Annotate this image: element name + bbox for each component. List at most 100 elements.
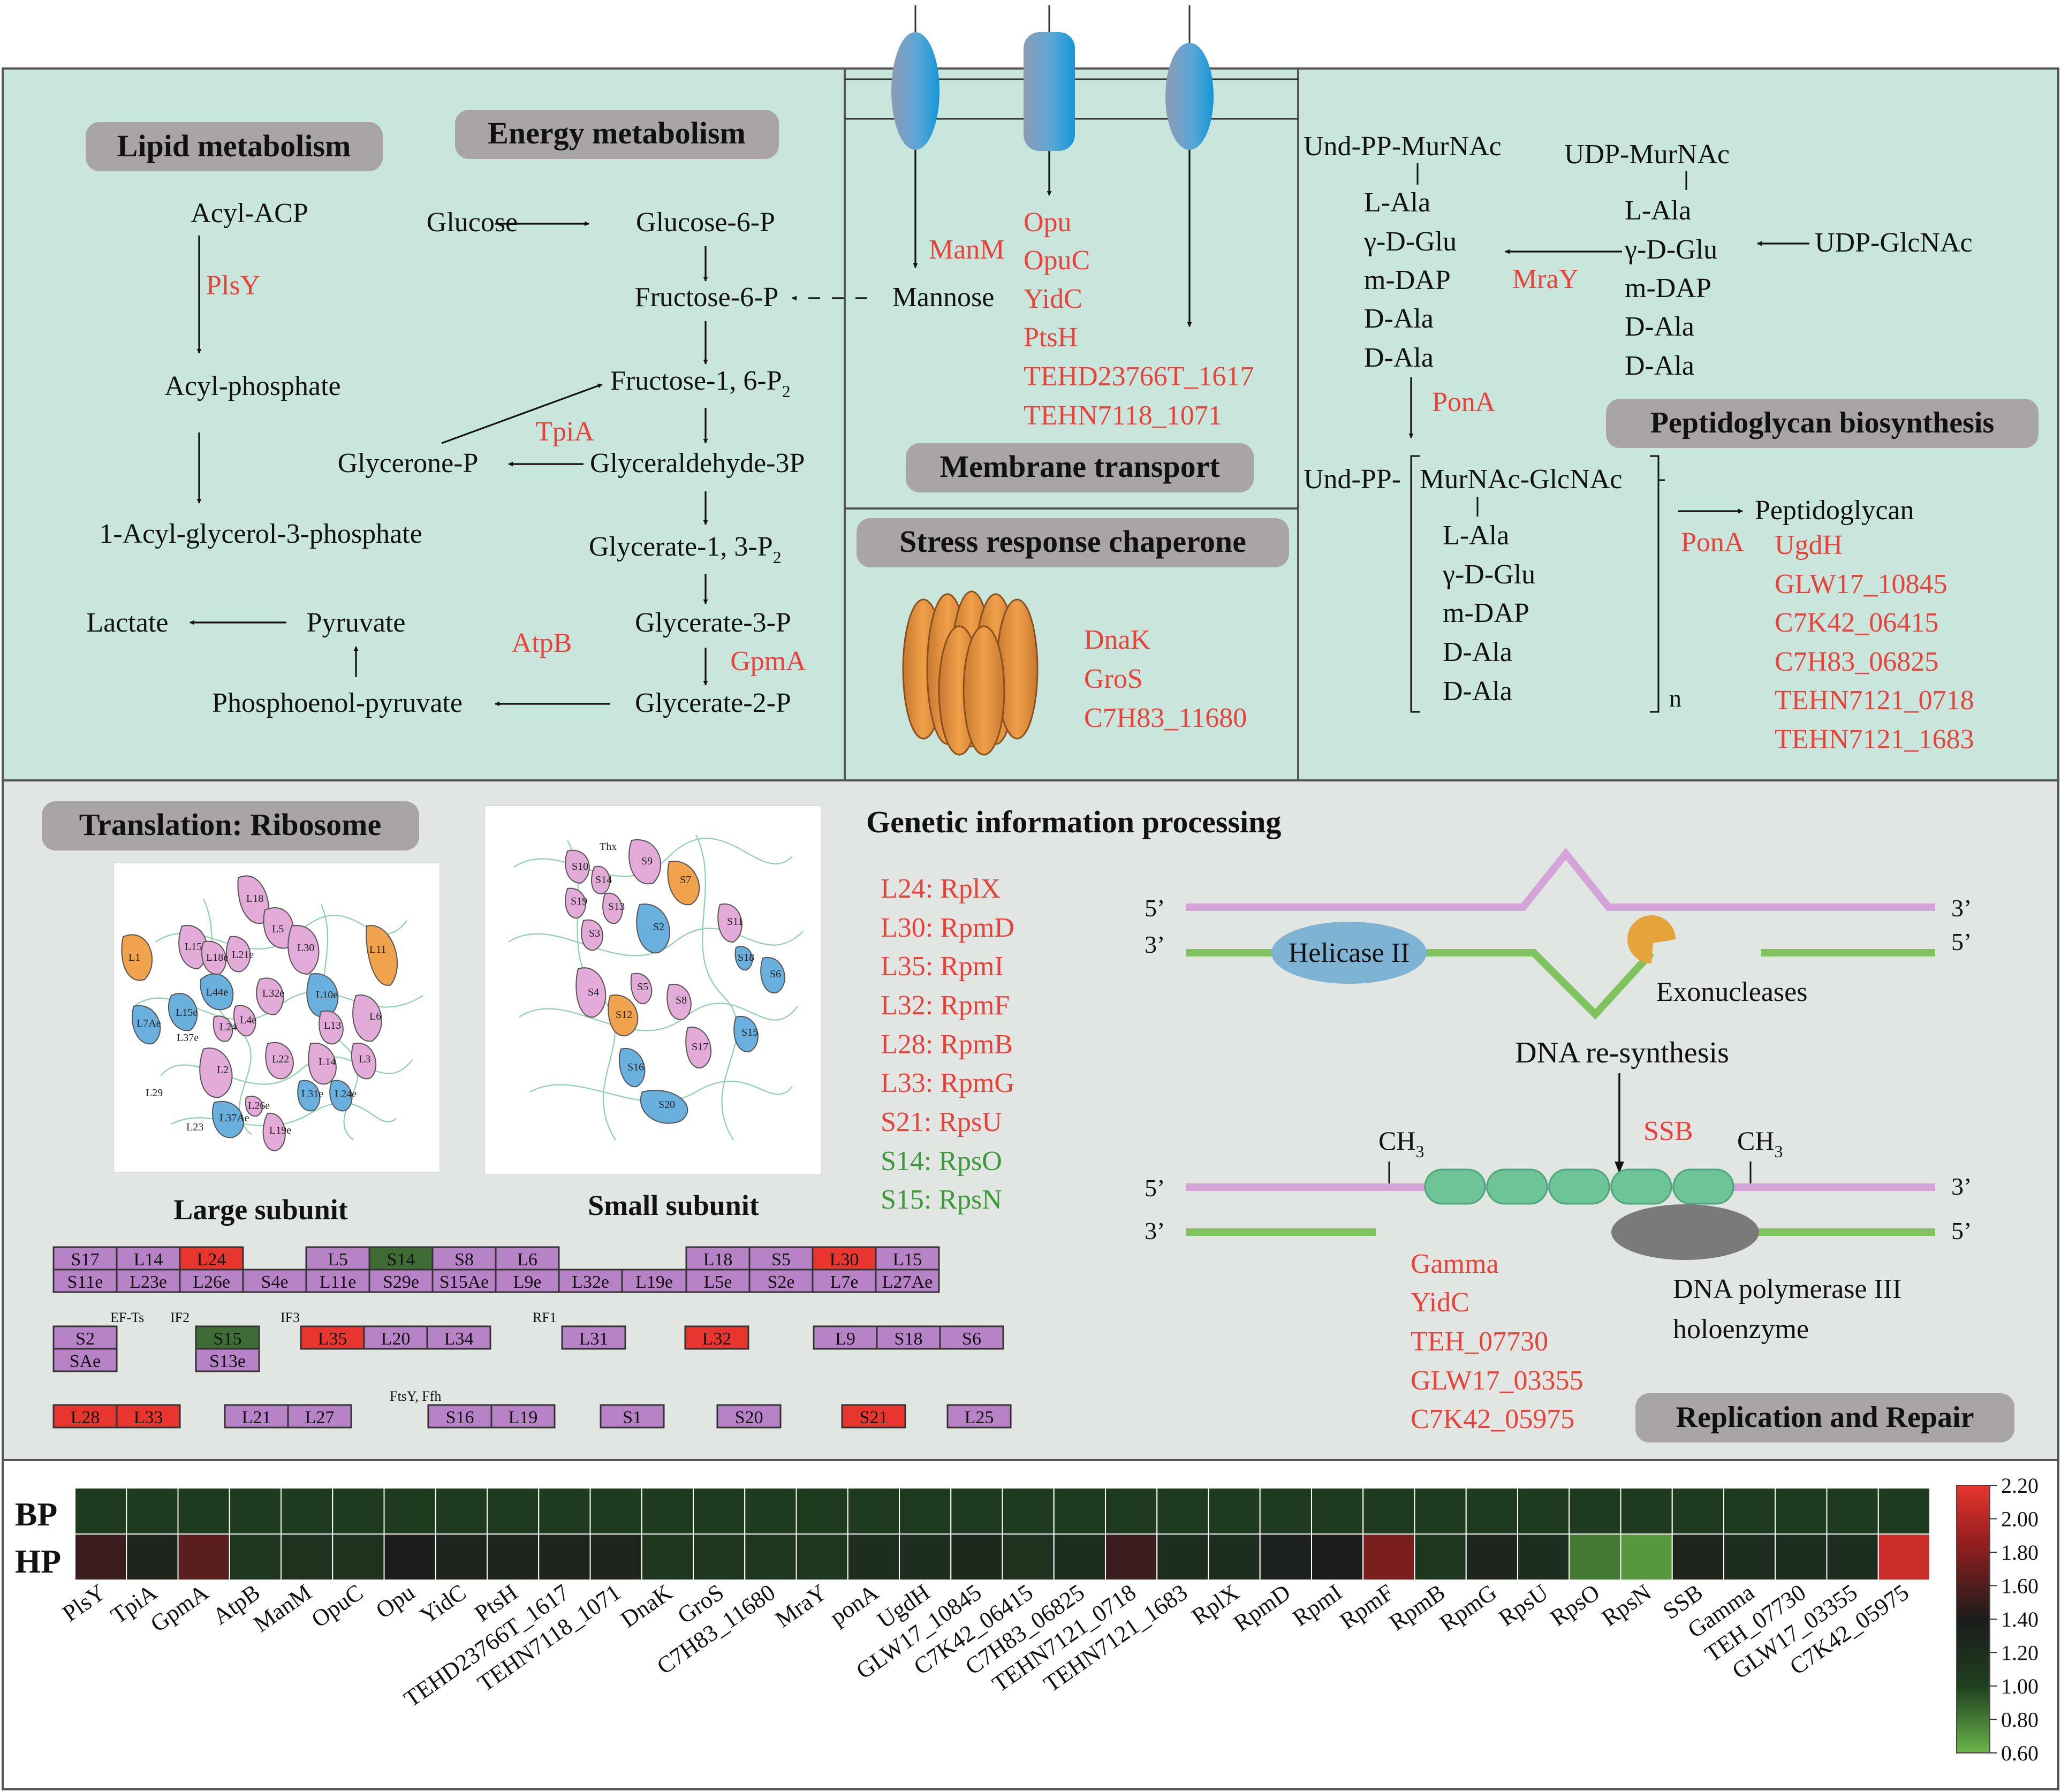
heatmap-cell [1877, 1533, 1930, 1581]
rp-box: L28 [71, 1408, 100, 1427]
rp-box: S29e [383, 1272, 419, 1292]
helicase-shape [1271, 922, 1427, 984]
chain2-residue: γ-D-Glu [1624, 234, 1717, 265]
rp-box: L9e [513, 1272, 542, 1292]
mray-label: MraY [1512, 264, 1579, 294]
heatmap-cell [1259, 1487, 1312, 1535]
ribosome-section: Translation: Ribosome [42, 801, 1281, 1429]
heatmap-cell [1826, 1487, 1879, 1535]
large-subunit-labels: L18 L5 L15 L18e L21e L30 L11 L1 L44e L32… [128, 893, 386, 1136]
colorbar-tick-label: 2.00 [2001, 1507, 2039, 1531]
chain3-residue: D-Ala [1443, 637, 1512, 667]
und-murnac-label: Und-PP-MurNAc [1304, 131, 1502, 162]
pg-protein: C7H83_06825 [1775, 647, 1938, 677]
heatmap-cell [1156, 1487, 1209, 1535]
ribosome-box-grid: S17 L14 L24 L5 S14 S8 L6 L18 S5 L30 L15 … [52, 1246, 1012, 1429]
phosphoenol-pyruvate-label: Phosphoenol-pyruvate [212, 688, 463, 718]
lsu-label: L11 [369, 944, 386, 955]
heatmap-cell [589, 1533, 642, 1581]
rp-box: S2e [768, 1272, 795, 1292]
lsu-label: L7Ae [137, 1018, 161, 1029]
lsu-label: L19e [269, 1125, 291, 1136]
rp-box: L5 [328, 1250, 348, 1270]
rp-box: L15 [893, 1250, 922, 1270]
membrane-transport-section: ManM Opu OpuC YidC PtsH TEHD23766T_1617 … [891, 5, 1254, 492]
heatmap-cell [177, 1487, 230, 1535]
ssu-label: S15 [741, 1027, 758, 1038]
chaperone-icon [902, 590, 1039, 756]
membrane-protein: TEHN7118_1071 [1024, 400, 1222, 431]
heatmap-colorbar [1956, 1485, 1990, 1753]
heatmap-cell [1053, 1533, 1106, 1581]
chain1-residue: γ-D-Glu [1363, 226, 1457, 257]
rp-box: L33 [134, 1408, 163, 1427]
heatmap-cell [847, 1533, 900, 1581]
heatmap-row-label: BP [15, 1497, 57, 1533]
ssu-label: S3 [589, 928, 600, 939]
heatmap-cell [538, 1487, 591, 1535]
rp-box: L23e [130, 1272, 167, 1292]
heatmap-cell [74, 1487, 127, 1535]
rp-box: L32e [572, 1272, 609, 1292]
pona-label-2: PonA [1681, 527, 1745, 558]
rp-box: L7e [830, 1272, 859, 1292]
five-prime-label: 5’ [1951, 928, 1972, 955]
heatmap-cell [1620, 1487, 1673, 1535]
replication-protein: GLW17_03355 [1411, 1365, 1583, 1396]
glycerate-3p-label: Glycerate-3-P [635, 608, 791, 638]
ssu-label: S17 [692, 1041, 708, 1053]
replication-protein: YidC [1411, 1287, 1469, 1318]
heatmap-cell [693, 1533, 746, 1581]
exonucleases-label: Exonucleases [1656, 977, 1807, 1007]
chain3-residue: L-Ala [1443, 520, 1509, 551]
heatmap-cell [899, 1533, 952, 1581]
three-prime-label: 3’ [1145, 1217, 1165, 1244]
chain1-residue: L-Ala [1364, 187, 1430, 218]
heatmap-cell [1877, 1487, 1930, 1535]
heatmap-cell [1105, 1533, 1158, 1581]
rp-box: L32 [702, 1329, 732, 1349]
heatmap-cell [229, 1533, 282, 1581]
chain1-residue: m-DAP [1364, 265, 1451, 295]
rp-box: L25 [965, 1408, 994, 1427]
mannose-label: Mannose [892, 282, 995, 313]
transporter-channel-3 [1165, 43, 1214, 150]
glyceraldehyde-3p-label: Glyceraldehyde-3P [590, 448, 805, 479]
rp-box: S15 [214, 1329, 242, 1349]
rp-box: S2 [75, 1329, 95, 1349]
heatmap-row-label: HP [15, 1544, 61, 1580]
ssu-label: S20 [658, 1099, 675, 1111]
legend-item: L33: RpmG [881, 1068, 1014, 1098]
heatmap-cell [487, 1487, 540, 1535]
rp-box: S15Ae [440, 1272, 489, 1292]
legend-item: L35: RpmI [881, 951, 1004, 982]
membrane-protein: PtsH [1024, 322, 1078, 353]
pg-protein: GLW17_10845 [1775, 569, 1948, 599]
heatmap-cell [1311, 1487, 1364, 1535]
heatmap-cell [332, 1487, 385, 1535]
heatmap-cell [795, 1533, 848, 1581]
rp-box: S5 [771, 1250, 791, 1270]
glycerate-2p-label: Glycerate-2-P [635, 688, 791, 718]
rp-box: L5e [704, 1272, 732, 1292]
ch3-right: CH3 [1737, 1126, 1783, 1161]
heatmap-cell [126, 1533, 179, 1581]
ssu-label: S7 [680, 874, 691, 886]
chain1: L-Ala γ-D-Glu m-DAP D-Ala D-Ala [1363, 187, 1457, 373]
helicase-label: Helicase II [1289, 938, 1410, 968]
rp-box: L9 [835, 1329, 855, 1349]
ch3-left: CH3 [1378, 1126, 1424, 1161]
heatmap-cell [383, 1533, 436, 1581]
rp-box: S1 [623, 1408, 642, 1427]
lsu-label: L24 [219, 1021, 237, 1033]
heatmap-cell [1517, 1533, 1570, 1581]
lsu-label: L31e [301, 1088, 323, 1100]
legend-item: L28: RpmB [881, 1029, 1013, 1060]
membrane-transport-title: Membrane transport [939, 449, 1220, 484]
heatmap-cell [1569, 1487, 1621, 1535]
rp-box: S21 [860, 1408, 888, 1427]
heatmap-cell [1105, 1487, 1158, 1535]
membrane-protein: OpuC [1024, 245, 1090, 276]
membrane-protein: Opu [1024, 207, 1072, 238]
